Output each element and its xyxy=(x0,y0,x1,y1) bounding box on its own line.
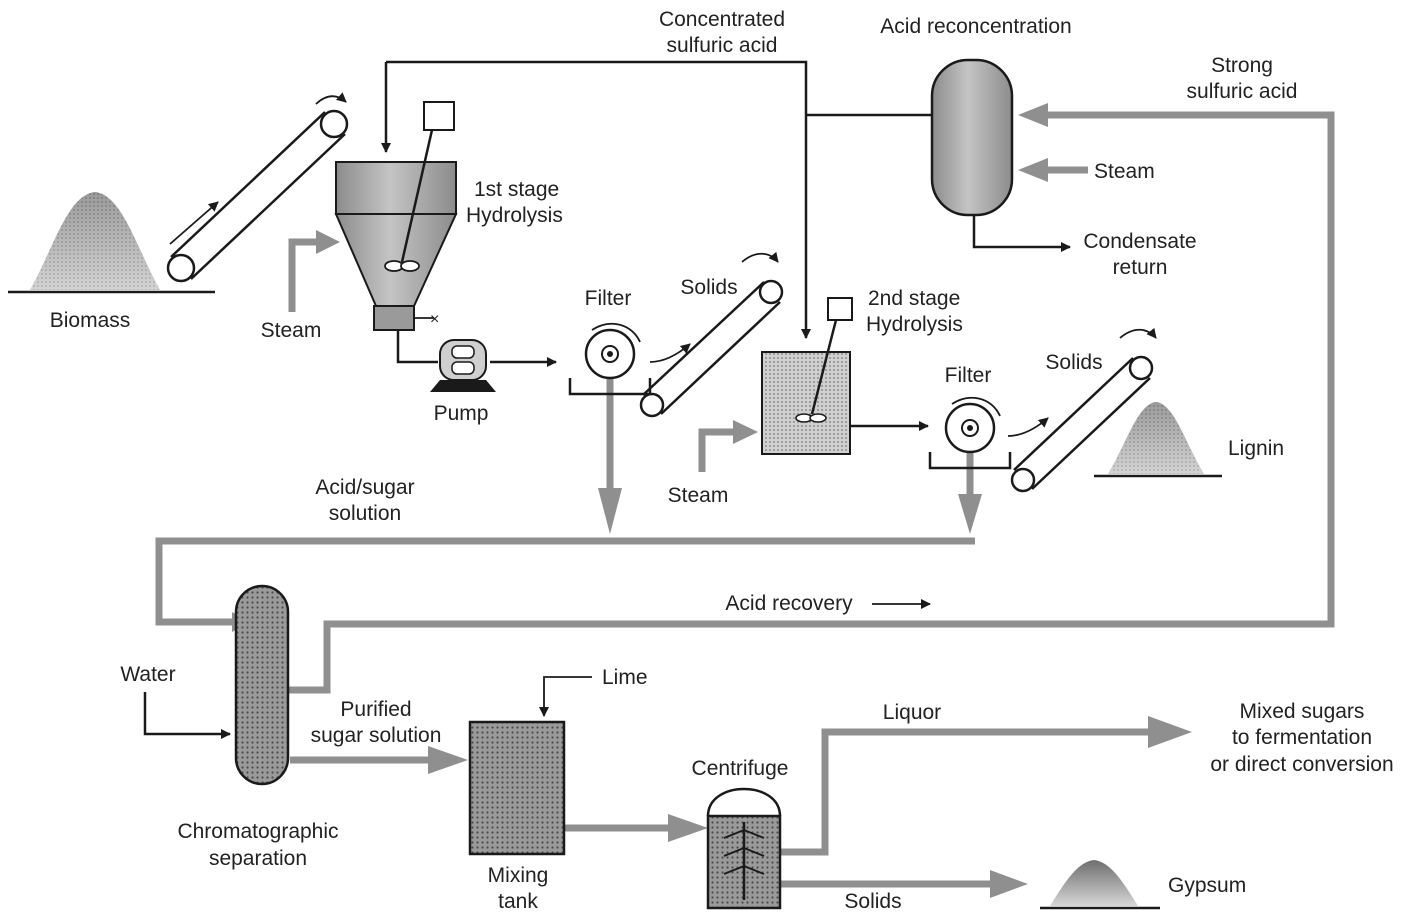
mixing-tank-label-1: Mixing xyxy=(488,864,549,887)
condensate-label-2: return xyxy=(1113,256,1168,279)
filter2-label: Filter xyxy=(945,364,992,387)
solids-conveyor-2 xyxy=(1007,327,1157,493)
purified-label-1: Purified xyxy=(340,698,411,721)
acid-reconcentration-label: Acid reconcentration xyxy=(880,15,1071,38)
stage1-steam-label: Steam xyxy=(261,319,322,342)
gypsum-label: Gypsum xyxy=(1168,874,1246,897)
mixed-sugars-label-1: Mixed sugars xyxy=(1240,700,1365,723)
mixing-to-centrifuge-arrow xyxy=(668,814,708,842)
filter2-drop-arrow xyxy=(958,494,982,534)
pump-label: Pump xyxy=(434,402,489,425)
reconc-steam-arrow xyxy=(1018,158,1048,182)
chromatographic-column xyxy=(234,584,290,786)
purified-sugar-arrow xyxy=(428,746,468,774)
svg-text:×: × xyxy=(430,311,439,328)
acid-recovery-pipe xyxy=(288,111,1335,694)
concentrated-acid-line xyxy=(386,60,811,339)
stage1-label-1: 1st stage xyxy=(474,178,559,201)
concentrated-acid-label-1: Concentrated xyxy=(659,8,785,31)
filter-2 xyxy=(928,396,1012,470)
purified-label-2: sugar solution xyxy=(311,724,442,747)
control-lines xyxy=(143,60,1071,739)
solids2-label: Solids xyxy=(1045,351,1102,374)
filter-1 xyxy=(568,322,652,396)
condensate-line xyxy=(972,215,1071,252)
chromatographic-label-1: Chromatographic xyxy=(177,820,338,843)
acid-sugar-label-1: Acid/sugar xyxy=(315,476,414,499)
lime-line xyxy=(539,676,592,717)
pump xyxy=(430,339,496,392)
mixed-sugars-label-2: to fermentation xyxy=(1232,726,1372,749)
stage2-steam-label: Steam xyxy=(668,484,729,507)
centrifuge-solids-arrow xyxy=(990,870,1028,898)
biomass-section xyxy=(8,92,349,294)
lignin-label: Lignin xyxy=(1228,437,1284,460)
strong-acid-label-1: Strong xyxy=(1211,54,1273,77)
water-label: Water xyxy=(120,663,175,686)
mixing-tank xyxy=(468,720,566,856)
reconc-steam-label: Steam xyxy=(1094,160,1155,183)
acid-sugar-pipe xyxy=(155,537,975,626)
acid-recovery-label: Acid recovery xyxy=(725,592,853,615)
solids-conveyor-1 xyxy=(639,251,784,418)
liquor-pipe xyxy=(780,728,1155,856)
stage1-steam-pipe xyxy=(288,238,318,312)
labels: Concentrated sulfuric acid Acid reconcen… xyxy=(50,8,1394,913)
condensate-label-1: Condensate xyxy=(1083,230,1196,253)
acid-recovery-arrow xyxy=(1018,103,1048,127)
lime-label: Lime xyxy=(602,666,648,689)
liquor-arrow xyxy=(1148,716,1192,748)
liquor-label: Liquor xyxy=(883,701,941,724)
concentrated-acid-label-2: sulfuric acid xyxy=(667,34,778,57)
mixed-sugars-label-3: or direct conversion xyxy=(1210,753,1393,776)
gypsum-pile xyxy=(1040,860,1160,910)
centrifuge-label: Centrifuge xyxy=(692,757,789,780)
stage1-to-pump-line xyxy=(396,330,438,364)
biomass-conveyor xyxy=(166,92,349,283)
centrifuge xyxy=(706,787,782,910)
acid-reconcentration-vessel xyxy=(930,58,1014,217)
acid-sugar-label-2: solution xyxy=(329,502,401,525)
stage2-hydrolysis-vessel xyxy=(761,297,853,455)
biomass-pile-texture xyxy=(30,192,160,290)
chromatographic-label-2: separation xyxy=(209,847,307,870)
stage2-label-1: 2nd stage xyxy=(868,287,960,310)
biomass-label: Biomass xyxy=(50,309,131,332)
stage1-hydrolysis-vessel: × xyxy=(334,101,458,331)
solids3-label: Solids xyxy=(844,890,901,913)
lignin-pile xyxy=(1094,402,1222,478)
process-pipes xyxy=(155,103,1335,898)
water-line xyxy=(143,692,231,739)
stage2-steam-pipe xyxy=(698,428,735,472)
stage1-label-2: Hydrolysis xyxy=(466,204,563,227)
solids1-label: Solids xyxy=(680,276,737,299)
stage2-steam-arrow xyxy=(733,420,758,444)
stage1-steam-arrow xyxy=(316,230,340,254)
filter1-label: Filter xyxy=(585,287,632,310)
stage2-label-2: Hydrolysis xyxy=(866,313,963,336)
strong-acid-label-2: sulfuric acid xyxy=(1187,80,1298,103)
filter1-drop-arrow xyxy=(598,488,622,534)
mixing-tank-label-2: tank xyxy=(498,890,538,913)
